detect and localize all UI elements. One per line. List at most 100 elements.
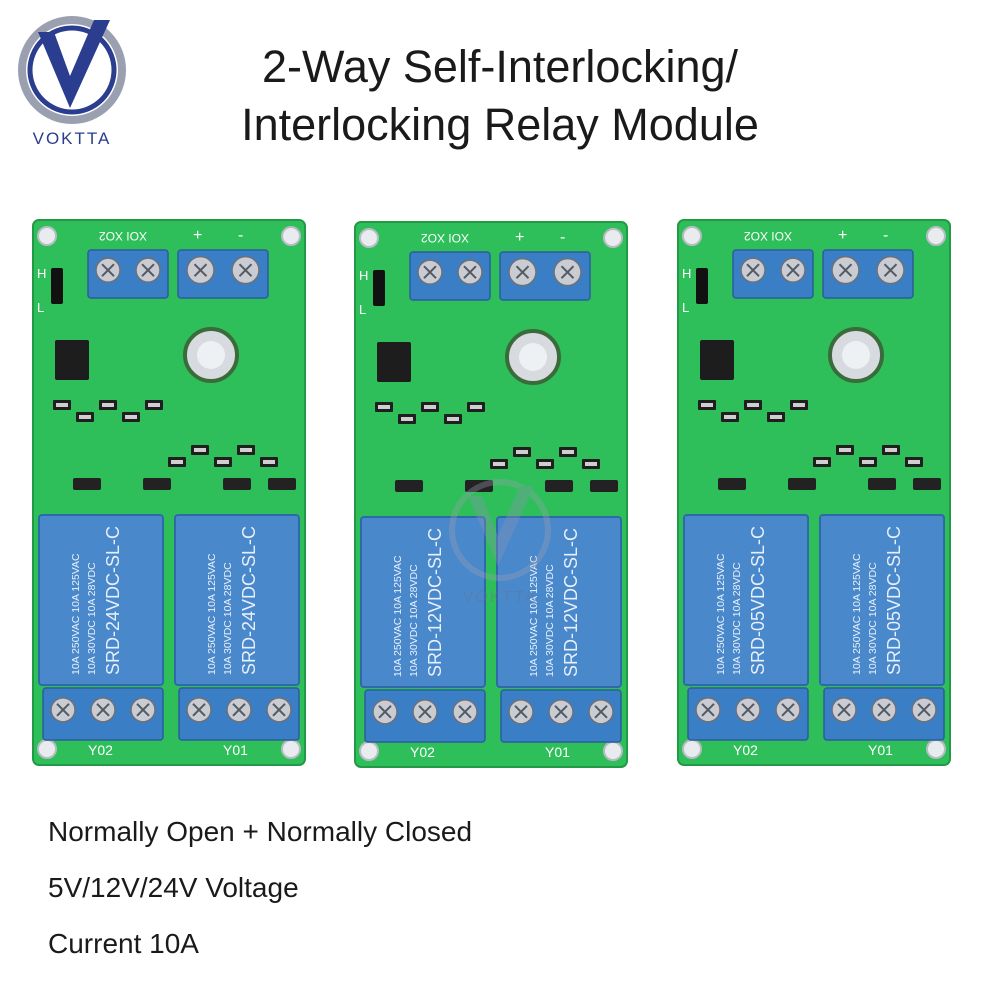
screw-slot xyxy=(56,703,70,717)
relay-body xyxy=(683,514,809,686)
minus-label: - xyxy=(238,227,243,244)
output-label-y01: Y01 xyxy=(545,744,570,760)
transistor xyxy=(223,478,251,490)
relay-model: SRD-12VDC-SL-C xyxy=(561,528,581,677)
screw-slot xyxy=(101,263,115,277)
relay-model: SRD-24VDC-SL-C xyxy=(103,526,123,675)
smd-marking xyxy=(240,448,252,452)
relay: 10A 250VAC 10A 125VAC 10A 30VDC 10A 28VDC… xyxy=(819,514,945,686)
relay-rating-2: 10A 30VDC 10A 28VDC xyxy=(544,564,556,677)
smd-marking xyxy=(148,403,160,407)
screw-slot xyxy=(192,703,206,717)
screw-slot xyxy=(838,263,853,277)
smd-marking xyxy=(585,462,597,466)
relay-model: SRD-12VDC-SL-C xyxy=(425,528,445,677)
screw-slot xyxy=(837,703,851,717)
smd-marking xyxy=(447,417,459,421)
smd-marking xyxy=(862,460,874,464)
jumper-l-label: L xyxy=(37,300,44,315)
logo-v-mark xyxy=(38,20,110,108)
screw-slot xyxy=(560,265,575,279)
title-line-2: Interlocking Relay Module xyxy=(241,99,759,150)
transistor xyxy=(73,478,101,490)
smd-marking xyxy=(539,462,551,466)
transistor xyxy=(545,480,573,492)
relay-model: SRD-05VDC-SL-C xyxy=(748,526,768,675)
relay: 10A 250VAC 10A 125VAC 10A 30VDC 10A 28VDC… xyxy=(683,514,809,686)
smd-marking xyxy=(401,417,413,421)
relay-body xyxy=(38,514,164,686)
relay-body xyxy=(496,516,622,688)
feature-item: Normally Open + Normally Closed xyxy=(48,816,473,847)
title-line-1: 2-Way Self-Interlocking/ xyxy=(262,41,738,92)
smd-marking xyxy=(885,448,897,452)
smd-marking xyxy=(493,462,505,466)
logo-ring-inner xyxy=(27,25,117,115)
screw-slot xyxy=(701,703,715,717)
transistor xyxy=(868,478,896,490)
smd-marking xyxy=(724,415,736,419)
relay-body xyxy=(819,514,945,686)
mounting-hole xyxy=(281,226,301,246)
smd-marking xyxy=(770,415,782,419)
relay-model: SRD-24VDC-SL-C xyxy=(239,526,259,675)
capacitor-top xyxy=(842,341,870,369)
transistor xyxy=(913,478,941,490)
smd-marking xyxy=(516,450,528,454)
ic-chip xyxy=(377,342,411,382)
screw-slot xyxy=(554,705,568,719)
relay-label: 10A 250VAC 10A 125VAC 10A 30VDC 10A 28VDC… xyxy=(528,528,581,677)
jumper xyxy=(51,268,63,304)
relay: 10A 250VAC 10A 125VAC 10A 30VDC 10A 28VDC… xyxy=(496,516,622,688)
plus-label: + xyxy=(838,227,847,244)
screw-slot xyxy=(378,705,392,719)
mounting-hole xyxy=(37,226,57,246)
capacitor-top xyxy=(519,343,547,371)
mounting-hole xyxy=(37,739,57,759)
smd-marking xyxy=(171,460,183,464)
relay-rating-2: 10A 30VDC 10A 28VDC xyxy=(731,562,743,675)
ic-chip xyxy=(55,340,89,380)
relay-rating-1: 10A 250VAC 10A 125VAC xyxy=(528,555,540,677)
screw-slot xyxy=(232,703,246,717)
smd-marking xyxy=(217,460,229,464)
output-label-y02: Y02 xyxy=(410,744,435,760)
smd-marking xyxy=(263,460,275,464)
input-labels: XOI XO2 xyxy=(99,229,147,243)
screw-slot xyxy=(136,703,150,717)
mounting-hole xyxy=(682,226,702,246)
output-label-y01: Y01 xyxy=(223,742,248,758)
relay-body xyxy=(174,514,300,686)
mounting-hole xyxy=(281,739,301,759)
smd-marking xyxy=(378,405,390,409)
screw-slot xyxy=(423,265,437,279)
mounting-hole xyxy=(926,739,946,759)
screw-slot xyxy=(877,703,891,717)
plus-label: + xyxy=(515,229,524,246)
smd-marking xyxy=(102,403,114,407)
minus-label: - xyxy=(883,227,888,244)
plus-label: + xyxy=(193,227,202,244)
voktta-logo: VOKTTA xyxy=(18,16,126,148)
jumper-l-label: L xyxy=(682,300,689,315)
screw-slot xyxy=(418,705,432,719)
mounting-hole xyxy=(682,739,702,759)
relay-rating-1: 10A 250VAC 10A 125VAC xyxy=(715,553,727,675)
smd-marking xyxy=(562,450,574,454)
screw-slot xyxy=(786,263,800,277)
relay-rating-1: 10A 250VAC 10A 125VAC xyxy=(851,553,863,675)
smd-marking xyxy=(79,415,91,419)
screw-slot xyxy=(96,703,110,717)
mounting-hole xyxy=(359,741,379,761)
page-title: 2-Way Self-Interlocking/ Interlocking Re… xyxy=(140,38,860,154)
smd-marking xyxy=(908,460,920,464)
relay-model: SRD-05VDC-SL-C xyxy=(884,526,904,675)
relay-rating-2: 10A 30VDC 10A 28VDC xyxy=(867,562,879,675)
